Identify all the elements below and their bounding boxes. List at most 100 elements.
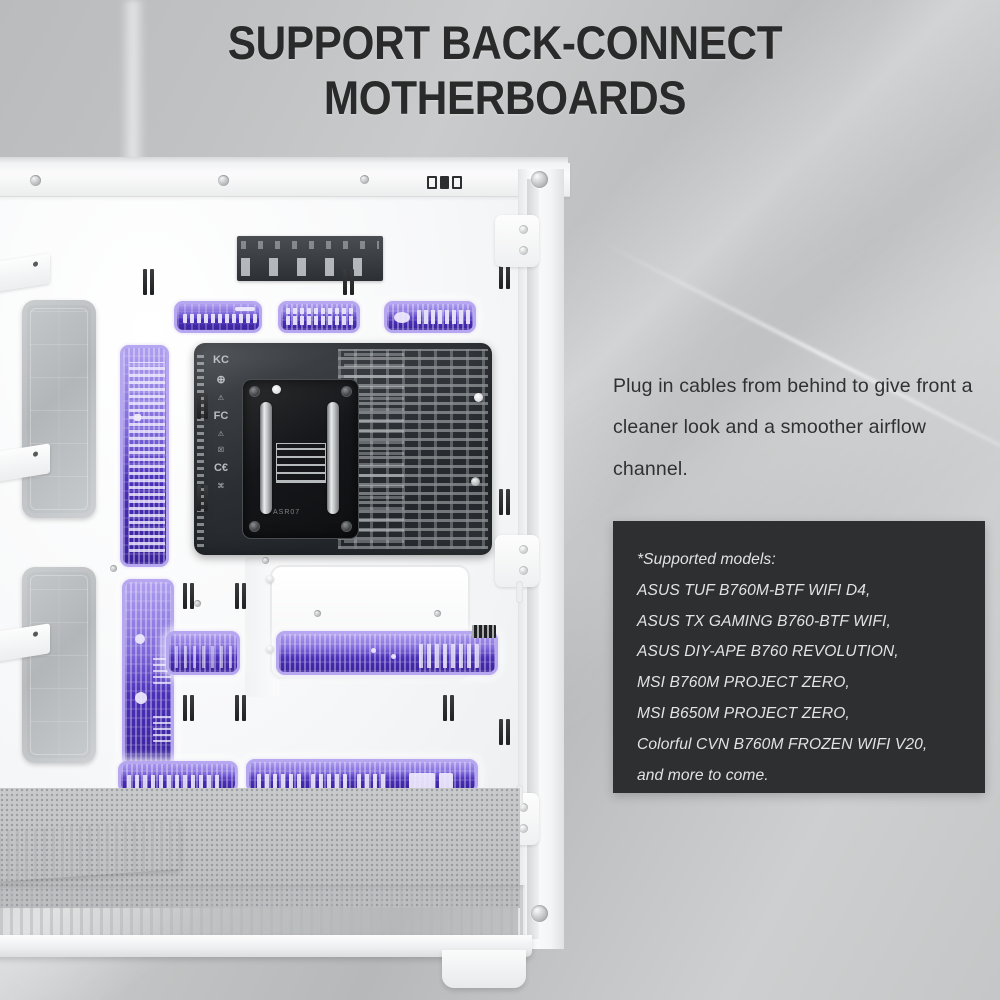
rail-bracket-middle — [495, 535, 539, 587]
bracket-hole-icon — [519, 246, 528, 255]
list-item: ASUS TX GAMING B760-BTF WIFI, — [637, 612, 891, 630]
bracket-hole-icon — [519, 803, 528, 812]
connector-pins — [127, 775, 223, 789]
cable-tie-anchor — [142, 269, 156, 295]
weee-mark-icon: ☒ — [217, 447, 225, 454]
cable-tie-anchor — [182, 695, 196, 721]
connector-pins — [175, 646, 235, 668]
cable-tie-anchor — [196, 485, 210, 511]
rail-corner-screw-top — [531, 171, 548, 188]
purple-connector-l-shape-arm — [166, 631, 240, 675]
bracket-screw — [249, 521, 260, 532]
case-top-edge — [0, 157, 568, 164]
recycle-mark-icon: ⊕ — [216, 374, 226, 386]
case-top-panel — [0, 163, 570, 197]
cable-tie-anchor — [498, 263, 512, 289]
connector-block — [134, 414, 141, 421]
connector-pins — [419, 644, 479, 668]
feature-description: Plug in cables from behind to give front… — [613, 375, 973, 480]
background-vertical-highlight — [120, 0, 146, 175]
cable-tie-anchor — [442, 695, 456, 721]
list-item: MSI B650M PROJECT ZERO, — [637, 704, 850, 722]
kc-mark-icon: KC — [213, 354, 229, 366]
cable-tie-anchor — [234, 695, 248, 721]
purple-connector-top-1 — [174, 301, 262, 333]
connector-block — [135, 634, 145, 644]
purple-connector-top-2 — [278, 301, 360, 333]
connector-pins — [286, 316, 356, 325]
caution-mark-icon: ⚠ — [217, 431, 225, 438]
cable-grommet-upper — [22, 300, 96, 518]
list-item: Colorful CVN B760M FROZEN WIFI V20, — [637, 735, 928, 753]
list-item: ASUS TUF B760M-BTF WIFI D4, — [637, 581, 871, 599]
connector-pins — [357, 774, 389, 789]
list-item: MSI B760M PROJECT ZERO, — [637, 674, 850, 692]
tray-screw — [262, 557, 269, 564]
purple-connector-pcie-strip — [276, 631, 498, 675]
warning-mark-icon: ⚠ — [217, 395, 225, 402]
logo-bracket-right — [451, 175, 462, 189]
tray-screw — [434, 610, 441, 617]
top-panel-screw — [360, 175, 369, 184]
side-tab-screw-icon — [33, 261, 38, 267]
page-title: SUPPORT BACK-CONNECT MOTHERBOARDS — [150, 16, 861, 125]
bracket-hole-icon — [519, 824, 528, 833]
bracket-hole-icon — [519, 566, 528, 575]
connector-pins — [257, 774, 303, 789]
cable-tie-anchor — [498, 489, 512, 515]
bracket-screw — [249, 386, 260, 397]
connector-pins — [153, 712, 171, 742]
bracket-brand-text: ASR07 — [273, 509, 301, 516]
pcb-edge-pins — [197, 351, 204, 547]
connector-pins — [417, 310, 473, 324]
fcc-mark-icon: FC — [213, 410, 229, 422]
motherboard-backplate: KC ⊕ ⚠ FC ⚠ ☒ C€ ⌘ ASR07 — [194, 343, 492, 555]
purple-connector-l-shape-vertical — [122, 579, 174, 767]
bracket-screw — [341, 521, 352, 532]
motherboard-standoff — [266, 645, 274, 653]
tray-screw — [471, 477, 480, 486]
connector-pins — [129, 362, 165, 552]
pcb-solder-pads — [338, 349, 488, 549]
bracket-rail-right — [327, 402, 339, 514]
list-item: ASUS DIY-APE B760 REVOLUTION, — [637, 643, 899, 661]
motherboard-tray: KC ⊕ ⚠ FC ⚠ ☒ C€ ⌘ ASR07 — [0, 197, 518, 863]
top-panel-screw — [30, 175, 41, 186]
tray-screw — [314, 610, 321, 617]
case-floor-lip — [0, 935, 532, 957]
io-pcb-trace-row — [241, 241, 379, 249]
case-foot — [442, 950, 526, 988]
connector-pins — [311, 774, 347, 789]
cable-grommet-lower — [22, 567, 96, 763]
cable-tie-anchor — [342, 269, 356, 295]
ce-mark-icon: C€ — [213, 462, 229, 474]
bracket-hole-icon — [519, 545, 528, 554]
cable-tie-anchor — [182, 583, 196, 609]
purple-connector-top-3 — [384, 301, 476, 333]
logo-bracket-left — [426, 175, 437, 189]
supported-models-box: *Supported models: ASUS TUF B760M-BTF WI… — [613, 521, 985, 793]
connector-block — [391, 654, 396, 659]
tray-smd-chip — [472, 625, 496, 638]
connector-pins — [286, 308, 356, 314]
motherboard-standoff — [272, 385, 281, 394]
purple-connector-left-column — [120, 345, 169, 567]
connector-block — [394, 312, 410, 323]
top-io-pcb — [237, 236, 383, 281]
headline-line-2: MOTHERBOARDS — [323, 70, 687, 124]
headline-line-1: SUPPORT BACK-CONNECT — [227, 16, 783, 69]
side-tab-screw-icon — [33, 451, 38, 457]
side-tab-upper: tec — [0, 253, 50, 295]
cable-tie-anchor — [498, 719, 512, 745]
top-panel-screw — [218, 175, 229, 186]
side-tab-screw-icon — [33, 631, 38, 637]
supported-models-list: *Supported models: ASUS TUF B760M-BTF WI… — [637, 545, 985, 791]
bracket-screw — [341, 386, 352, 397]
connector-block — [371, 648, 376, 653]
misc-mark-icon: ⌘ — [217, 483, 225, 490]
connector-block — [409, 773, 435, 789]
rail-corner-screw-bottom — [531, 905, 548, 922]
bracket-hole-icon — [519, 225, 528, 234]
list-item: and more to come. — [637, 766, 769, 784]
io-pcb-connector-row — [241, 258, 379, 276]
